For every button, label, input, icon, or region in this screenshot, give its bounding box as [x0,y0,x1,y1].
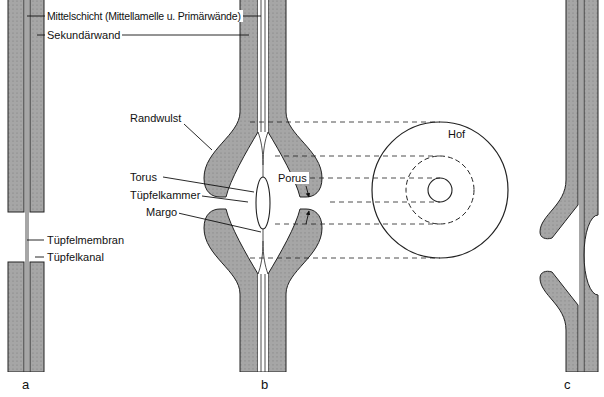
border-wall [268,209,322,372]
middle-layer [265,0,266,132]
part-label: Margo [144,206,179,218]
bordered-pit [204,0,322,372]
torus [256,177,270,229]
part-label: Tüpfelmembran [45,234,126,246]
porus-arrow [306,211,309,224]
projection-lines [250,122,440,258]
projection-line [310,178,440,179]
part-label: Tüpfelkanal [45,251,106,263]
half-bordered-pit [540,0,598,372]
border-wall [540,271,578,372]
part-label: Torus [128,171,159,183]
porus-arrow [306,186,309,197]
wall-end [240,372,286,373]
secondary-wall [30,262,44,372]
pit-face-view [250,122,508,258]
leader-line [184,124,212,150]
projection-line [330,202,440,203]
part-label: Sekundärwand [45,29,122,41]
panel-letter: a [20,378,31,392]
middle-layer [26,0,27,372]
border-wall [204,0,258,197]
secondary-wall [8,0,24,212]
torus-outline [406,156,474,224]
middle-layer [258,0,268,132]
middle-layer [28,0,29,372]
panel-letter: c [562,378,573,392]
secondary-wall [8,262,24,372]
hof-circle [372,122,508,258]
leader-line [178,213,261,232]
part-label: Randwulst [128,112,183,124]
middle-layer [580,0,581,372]
part-label: Porus [276,172,309,184]
wall-end [566,372,598,373]
middle-layer [261,0,262,132]
leader-line [35,257,44,258]
projection-line [275,156,440,157]
part-label: Mittelschicht (Mittellamelle u. Primärwä… [45,10,243,22]
leader-lines [27,16,309,257]
leader-line [202,196,248,202]
secondary-wall [30,0,44,212]
border-wall [204,209,258,372]
projection-line [250,122,440,123]
middle-layer [261,274,262,372]
porus-circle [428,178,452,202]
part-label: Tüpfelkammer [128,189,202,201]
wall-end [8,372,44,373]
border-wall [268,0,322,197]
panel-letter: b [259,378,270,392]
simple-pit [8,0,44,372]
projection-line [275,224,440,225]
projection-line [250,258,440,259]
leader-line [27,240,44,241]
middle-layer [265,274,266,372]
secondary-wall [584,0,598,372]
middle-layer [582,0,583,372]
middle-layer [258,274,268,372]
part-label: Hof [446,128,467,140]
border-wall [540,0,578,239]
